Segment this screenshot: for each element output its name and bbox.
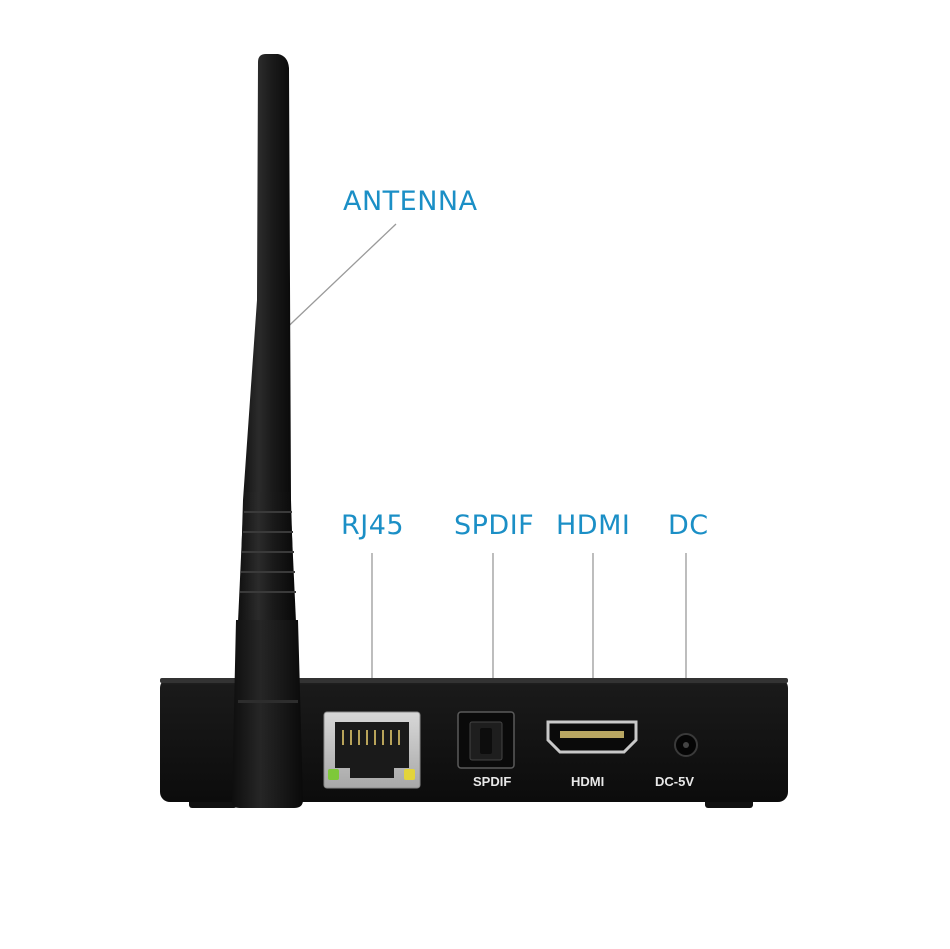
leader-lines	[275, 223, 687, 697]
hdmi-callout-label: HDMI	[556, 510, 631, 541]
rj45-led-green	[328, 769, 339, 780]
hdmi-port	[546, 720, 638, 754]
dc-callout-label: DC	[668, 510, 709, 541]
spdif-port	[457, 711, 515, 769]
antenna-leader-line	[275, 223, 397, 339]
antenna-callout-label: ANTENNA	[343, 186, 478, 217]
rj45-port	[323, 711, 421, 789]
spdif-port-print: SPDIF	[473, 774, 512, 789]
antenna	[231, 54, 303, 808]
rj45-led-yellow	[404, 769, 415, 780]
spdif-callout-label: SPDIF	[454, 510, 535, 541]
rj45-callout-label: RJ45	[341, 510, 405, 541]
dc-power-port	[674, 733, 698, 757]
dc-port-print: DC-5V	[655, 774, 695, 789]
hdmi-port-print: HDMI	[571, 774, 605, 789]
